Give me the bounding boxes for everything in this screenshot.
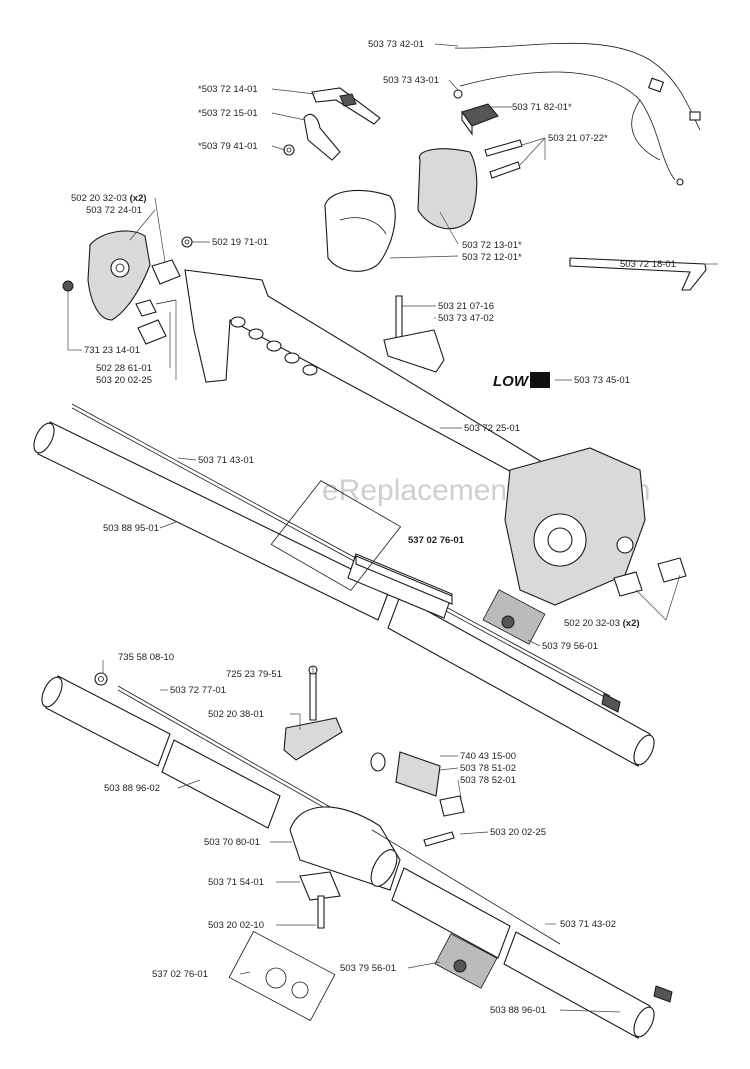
handle-bracket-illustration: [87, 230, 151, 321]
label-decal-illustration: LOW: [493, 372, 550, 390]
rubber-bushings-illustration: [137, 259, 181, 345]
drive-shaft-lower-illustration: [117, 685, 361, 829]
part-label-p20: 503 72 25-01: [464, 423, 520, 434]
spring-illustration: [283, 144, 295, 156]
logo-decal-lower-illustration: [434, 933, 498, 989]
part-label-p21: 503 71 43-01: [198, 455, 254, 466]
shaft-tube-upper-illustration: [33, 421, 655, 767]
warning-decal-upper-illustration: [270, 480, 453, 619]
part-label-p07: 503 21 07-22*: [548, 133, 608, 144]
engine-mount-tube-illustration: [184, 269, 556, 491]
part-label-p01: 503 73 42-01: [368, 39, 424, 50]
throttle-cable-illustration: [569, 257, 707, 291]
throttle-lockout-illustration: [303, 113, 341, 161]
part-label-p22: 503 88 95-01: [103, 523, 159, 534]
part-labels: 503 73 42-01 503 73 43-01 503 71 82-01* …: [71, 39, 676, 1016]
shaft-tube-lower-illustration: [41, 675, 281, 829]
throttle-lever-illustration: [311, 87, 381, 125]
part-label-p29: 502 20 38-01: [208, 709, 264, 720]
part-label-p25: 503 79 56-01: [542, 641, 598, 652]
part-label-p23: 537 02 76-01: [408, 535, 465, 546]
part-label-p26: 735 58 08-10: [118, 652, 174, 663]
part-label-p03: 503 71 82-01*: [512, 102, 572, 113]
clutch-housing-illustration: [504, 447, 646, 606]
leader-lines: [67, 43, 718, 1013]
part-label-p02: 503 73 43-01: [383, 75, 439, 86]
bolt-illustration: [395, 295, 403, 343]
part-label-p34: 503 20 02-25: [490, 827, 546, 838]
wiring-harness-illustration: [453, 42, 701, 186]
part-label-p31: 503 78 51-02: [460, 763, 516, 774]
part-label-p17: 502 28 61-01: [96, 363, 152, 374]
logo-decal-upper-illustration: [482, 589, 546, 645]
part-label-p16: 731 23 14-01: [84, 345, 140, 356]
clamp-lower-illustration: [299, 871, 341, 901]
part-label-p41: 503 88 96-01: [490, 1005, 546, 1016]
part-label-p38: 503 20 02-10: [208, 920, 264, 931]
clamp-screw-illustration: [135, 299, 177, 317]
part-label-p10: 502 19 71-01: [212, 237, 268, 248]
part-label-p04: *503 72 14-01: [198, 84, 258, 95]
part-label-p36: 503 71 54-01: [208, 877, 264, 888]
part-label-p32: 503 78 52-01: [460, 775, 516, 786]
washer-lower-illustration: [94, 672, 108, 686]
part-label-p11: 503 72 13-01*: [462, 240, 522, 251]
part-label-p08: 502 20 32-03 (x2): [71, 193, 147, 204]
coupling-tube-illustration: [289, 806, 401, 891]
part-label-p30: 740 43 15-00: [460, 751, 516, 762]
screw-lower-illustration: [317, 895, 325, 929]
drive-shaft-upper-illustration: [71, 403, 621, 713]
stop-switch-illustration: [461, 103, 499, 136]
part-label-p37: 503 71 43-02: [560, 919, 616, 930]
part-label-p24: 502 20 32-03 (x2): [564, 618, 640, 629]
clamp-screw-lower-illustration: [371, 829, 561, 945]
part-label-p15: 503 73 47-02: [438, 313, 494, 324]
part-label-p14: 503 21 07-16: [438, 301, 494, 312]
clamp-illustration: [383, 329, 445, 373]
end-caps-illustration: [613, 557, 687, 597]
washer-illustration: [181, 236, 193, 248]
part-label-p35: 503 70 80-01: [204, 837, 260, 848]
part-label-p19: 503 73 45-01: [574, 375, 630, 386]
part-label-p13: 503 72 18-01: [620, 259, 676, 270]
part-label-p40: 537 02 76-01: [152, 969, 208, 980]
part-label-p09: 503 72 24-01: [86, 205, 142, 216]
part-label-p39: 503 79 56-01: [340, 963, 396, 974]
part-label-p12: 503 72 12-01*: [462, 252, 522, 263]
part-label-p28: 503 72 77-01: [170, 685, 226, 696]
screws-illustration: [484, 139, 523, 179]
knob-illustration: [283, 717, 343, 761]
low-logo-text: LOW: [493, 373, 530, 390]
part-label-p05: *503 72 15-01: [198, 108, 258, 119]
part-label-p18: 503 20 02-25: [96, 375, 152, 386]
bolt-lower-illustration: [308, 665, 318, 721]
part-label-p06: *503 79 41-01: [198, 141, 258, 152]
part-label-p33: 503 88 96-02: [104, 783, 160, 794]
nut-illustration: [62, 280, 74, 292]
handle-housing-illustration: [324, 148, 478, 272]
warning-decal-lower-illustration: [228, 930, 336, 1022]
part-label-p27: 725 23 79-51: [226, 669, 282, 680]
bearing-illustration: [370, 751, 465, 817]
